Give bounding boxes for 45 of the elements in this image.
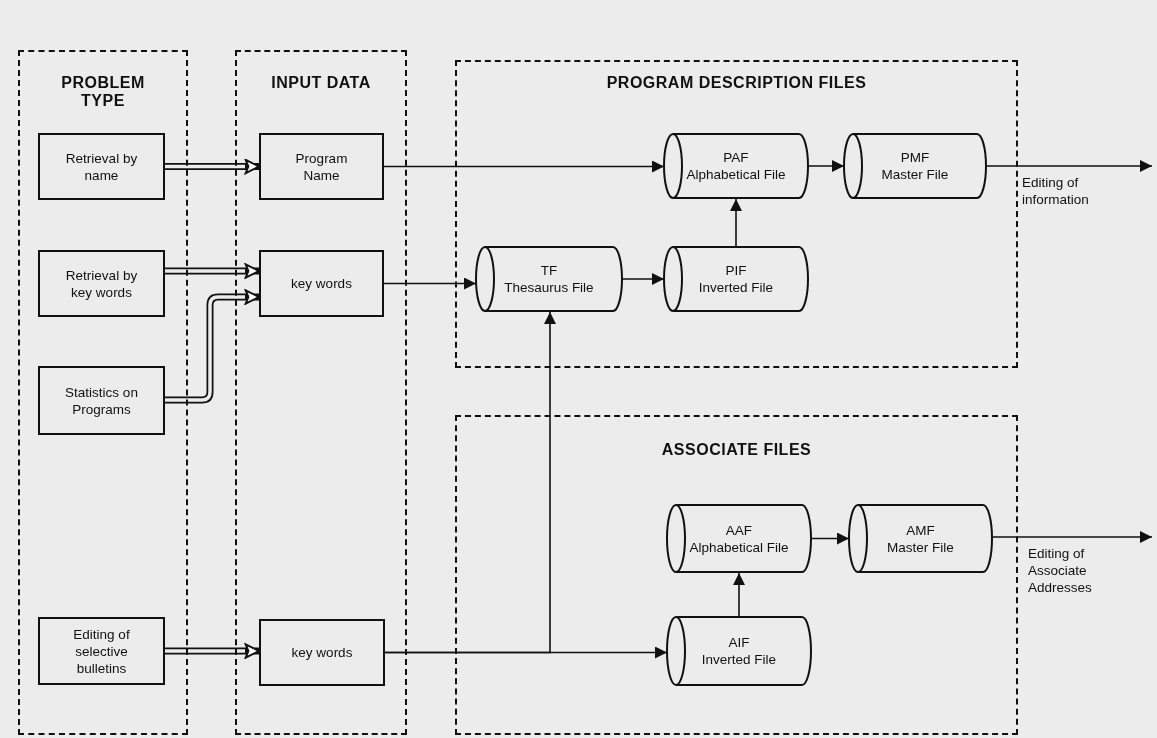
edge-label: Editing of Associate Addresses bbox=[1028, 545, 1093, 596]
file-label: Alphabetical File bbox=[689, 538, 789, 556]
group-title: PROGRAM DESCRIPTION FILES bbox=[605, 74, 868, 92]
file-cylinder bbox=[844, 133, 986, 199]
dashed-group-frame bbox=[455, 415, 1018, 735]
file-label: Inverted File bbox=[701, 651, 777, 668]
process-box bbox=[259, 133, 384, 200]
file-cylinder bbox=[667, 616, 811, 686]
box-label: Statistics on Programs bbox=[64, 383, 139, 418]
dashed-group-frame bbox=[235, 50, 407, 735]
file-label: Master File bbox=[887, 538, 954, 556]
box-label: Retrieval by key words bbox=[64, 266, 139, 301]
file-cylinder bbox=[849, 504, 992, 573]
file-label: PIF bbox=[725, 262, 747, 279]
file-label: PAF bbox=[723, 149, 749, 166]
dashed-group-frame bbox=[455, 60, 1018, 368]
file-label: Thesaurus File bbox=[504, 279, 594, 296]
box-label: Retrieval by name bbox=[64, 149, 139, 184]
file-label: Alphabetical File bbox=[686, 166, 786, 183]
process-box bbox=[259, 619, 385, 686]
box-label: Program Name bbox=[294, 149, 349, 184]
process-box bbox=[38, 250, 165, 317]
box-label: key words bbox=[291, 644, 353, 661]
file-label: Inverted File bbox=[698, 279, 774, 296]
file-label: PMF bbox=[900, 149, 930, 166]
process-box bbox=[259, 250, 384, 317]
process-box bbox=[38, 133, 165, 200]
file-cylinder bbox=[667, 504, 811, 573]
box-label: Editing of selective bulletins bbox=[72, 625, 131, 677]
file-cylinder bbox=[476, 246, 622, 312]
edge-label: Editing of information bbox=[1022, 174, 1090, 208]
file-label: TF bbox=[540, 262, 558, 279]
process-box bbox=[38, 617, 165, 685]
group-title: ASSOCIATE FILES bbox=[660, 441, 813, 459]
file-label: Master File bbox=[881, 166, 949, 183]
file-cylinder bbox=[664, 133, 808, 199]
group-title: PROBLEM TYPE bbox=[60, 74, 146, 110]
file-label: AIF bbox=[728, 634, 750, 651]
box-label: key words bbox=[291, 275, 352, 292]
file-label: AAF bbox=[725, 521, 753, 539]
dashed-group-frame bbox=[18, 50, 188, 735]
group-title: INPUT DATA bbox=[270, 74, 372, 92]
file-cylinder bbox=[664, 246, 808, 312]
file-label: AMF bbox=[906, 521, 935, 539]
process-box bbox=[38, 366, 165, 435]
